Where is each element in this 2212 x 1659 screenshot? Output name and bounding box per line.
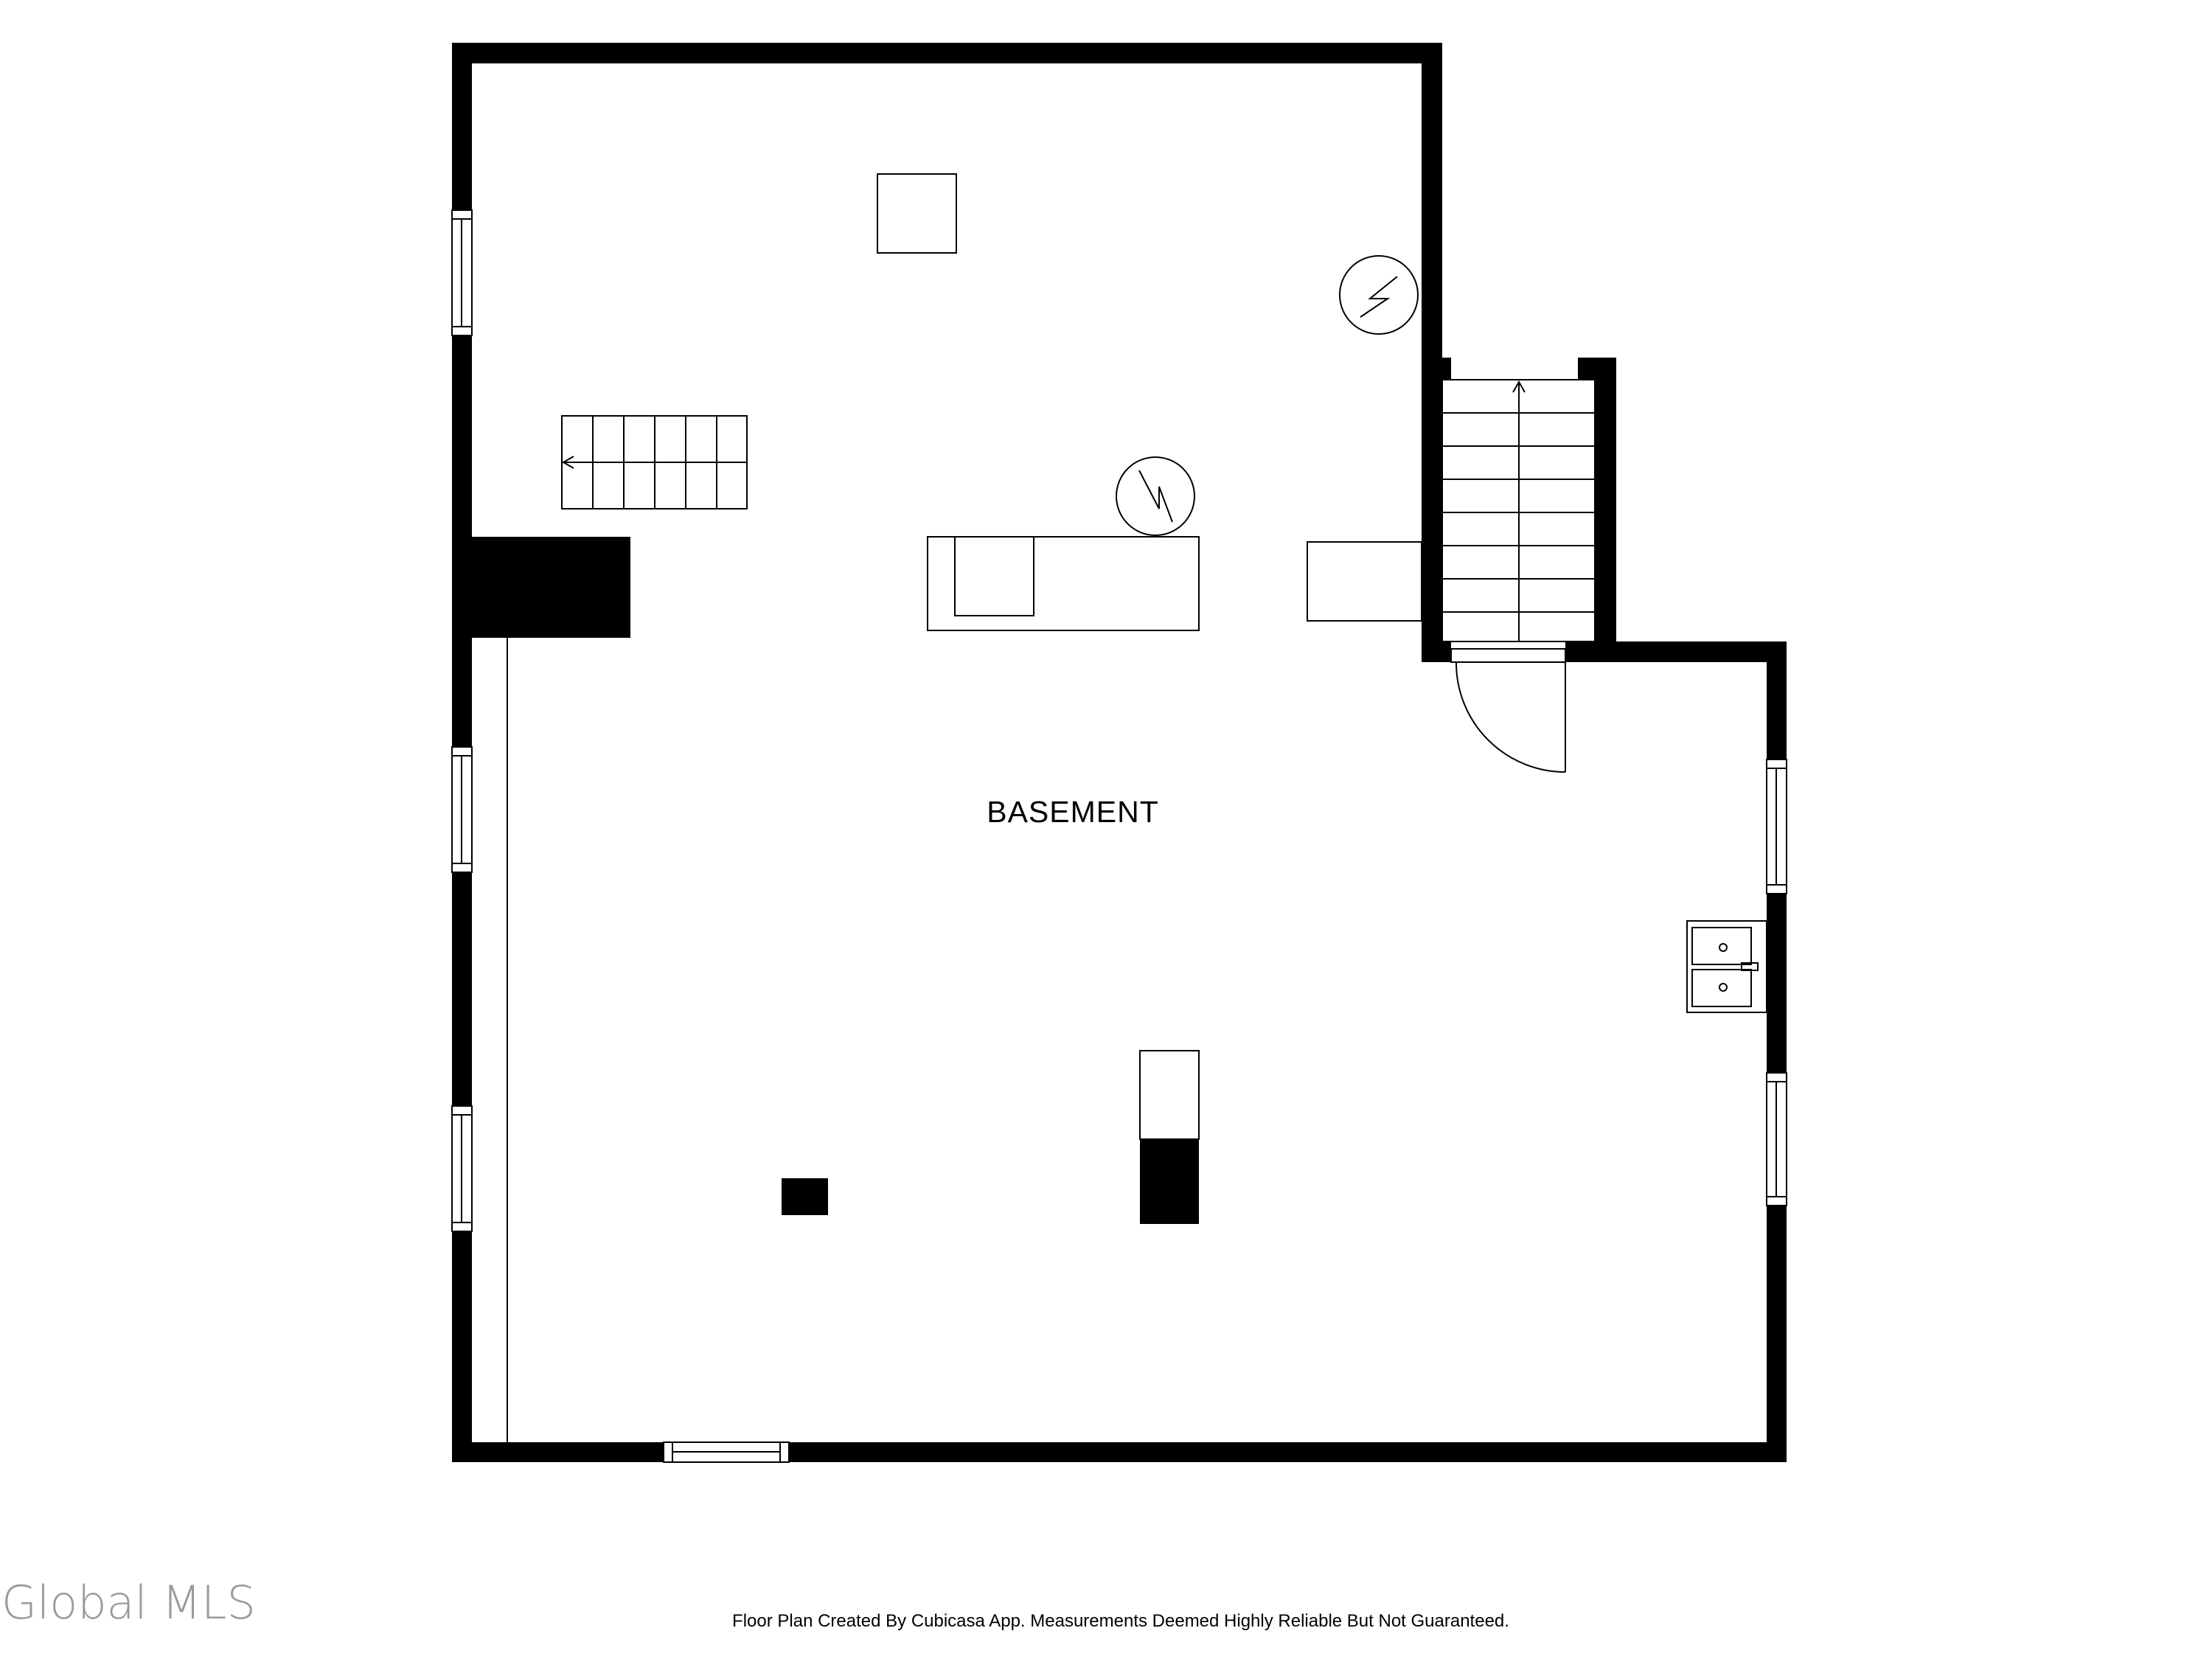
water-heater-icon (1116, 456, 1195, 536)
window-left-3 (451, 1105, 473, 1232)
wall-stair-top-left (1422, 358, 1451, 380)
fixture-square-top (877, 173, 957, 254)
post-block (782, 1178, 828, 1215)
window-left-2 (451, 746, 473, 873)
storage-box (1307, 541, 1422, 622)
wall-upper-right (1422, 43, 1442, 662)
wall-bottom-left (452, 1442, 666, 1462)
boiler-icon (1339, 255, 1419, 335)
window-bottom (663, 1441, 790, 1463)
laundry-sink (1686, 920, 1767, 1013)
window-right-1 (1766, 759, 1787, 894)
staircase-small (561, 415, 748, 509)
floor-plan-disclaimer: Floor Plan Created By Cubicasa App. Meas… (732, 1611, 1509, 1631)
wall-stair-bottom-right (1565, 641, 1787, 662)
chimney-block (452, 537, 630, 638)
fixtures (877, 173, 1422, 631)
window-right-2 (1766, 1072, 1787, 1206)
wall-left-lower (452, 1228, 472, 1462)
wall-stair-bottom-left (1422, 641, 1451, 662)
stair-opening (1451, 358, 1578, 380)
wall-right-upper (1767, 641, 1787, 761)
furnace-unit (927, 536, 1200, 631)
watermark-logo: Global MLS (1, 1576, 256, 1630)
staircase-main (1441, 379, 1596, 642)
furnace-inner (954, 536, 1034, 616)
door-stair (1450, 648, 1566, 773)
appliance-column (1139, 1050, 1200, 1224)
wall-left-mid-b (452, 866, 472, 1106)
window-left-1 (451, 209, 473, 336)
wall-top (452, 43, 1442, 63)
wall-right-mid (1767, 892, 1787, 1074)
wall-stair-right (1595, 358, 1616, 662)
walls (452, 43, 1787, 1462)
room-label-basement: BASEMENT (987, 795, 1159, 829)
windows (451, 209, 1787, 1463)
wall-right-lower (1767, 1203, 1787, 1462)
wall-bottom-right (786, 1442, 1787, 1462)
